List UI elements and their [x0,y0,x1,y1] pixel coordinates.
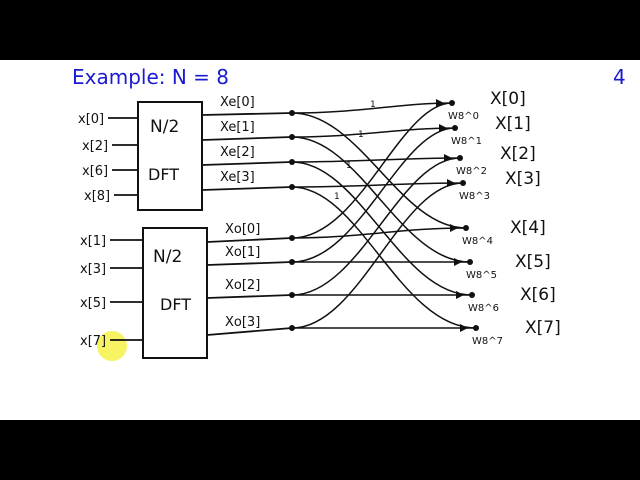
odd-block-label-dft: DFT [160,295,191,314]
block-output-label: Xe[0] [220,95,255,110]
butterfly-branch-even [291,186,477,329]
branch-gain-label: 1 [346,161,352,171]
block-output-line [201,161,293,166]
branch-arrow-icon [444,154,452,162]
even-block-label-dft: DFT [148,165,179,184]
output-label: X[7] [525,318,561,338]
right-node [457,155,463,161]
block-output-line [201,136,293,141]
input-label: x[2] [82,139,108,154]
butterfly-branch-even [291,102,453,114]
branch-arrow-icon [460,324,468,332]
output-label: X[1] [495,114,531,134]
twiddle-label: W8^6 [468,303,499,314]
branch-arrow-icon [456,291,464,299]
even-block-label-n2: N/2 [150,117,179,137]
right-node [469,292,475,298]
butterfly-branch-even [291,136,471,263]
odd-block-label-n2: N/2 [153,247,182,267]
input-label: x[8] [84,189,110,204]
example-title: Example: N = 8 [72,65,229,89]
input-label: x[5] [80,296,106,311]
cursor-highlight [97,331,127,361]
twiddle-label: W8^4 [462,236,493,247]
block-output-line [206,294,293,299]
butterfly-branch-even [291,182,464,188]
input-label: x[6] [82,164,108,179]
block-output-line [201,186,293,191]
block-output-line [206,237,293,243]
branch-gain-label: 1 [334,192,340,202]
branch-arrow-icon [454,258,462,266]
block-output-label: Xe[1] [220,120,255,135]
butterfly-branch-even [291,161,473,296]
input-label: x[1] [80,234,106,249]
output-label: X[5] [515,252,551,272]
block-output-label: Xo[3] [225,315,260,330]
block-output-label: Xo[1] [225,245,260,260]
branch-arrow-icon [439,124,447,132]
odd-dft-block [142,227,208,359]
butterfly-branch-odd [291,157,461,296]
butterfly-branch-odd [291,227,467,239]
block-output-line [206,327,293,336]
twiddle-label: W8^7 [472,336,503,347]
even-dft-block [137,101,203,211]
output-label: X[3] [505,169,541,189]
branch-gain-label: 1 [370,100,376,110]
butterfly-branch-even [291,127,456,138]
branch-arrow-icon [436,99,444,107]
butterfly-branch-even [291,112,467,229]
right-node [460,180,466,186]
whiteboard: Example: N = 8 4 N/2 DFT N/2 DFT x[0] Xe[… [0,60,640,420]
block-output-label: Xe[2] [220,145,255,160]
output-label: X[4] [510,218,546,238]
branch-arrow-icon [447,179,455,187]
branch-gain-label: 1 [358,130,364,140]
right-node [473,325,479,331]
twiddle-label: W8^0 [448,111,479,122]
input-label: x[0] [78,112,104,127]
right-node [449,100,455,106]
right-node [467,259,473,265]
output-label: X[0] [490,89,526,109]
butterfly-branch-even [291,157,461,163]
input-label: x[3] [80,262,106,277]
right-node [452,125,458,131]
block-output-label: Xe[3] [220,170,255,185]
right-node [463,225,469,231]
butterfly-branch-odd [291,102,453,239]
twiddle-label: W8^5 [466,270,497,281]
input-label: x[7] [80,334,106,349]
fft-butterfly-diagram: Example: N = 8 4 N/2 DFT N/2 DFT x[0] Xe[… [72,65,626,361]
twiddle-label: W8^3 [459,191,490,202]
page-number: 4 [613,65,626,89]
block-output-line [201,112,293,116]
block-output-line [206,261,293,266]
output-label: X[6] [520,285,556,305]
twiddle-label: W8^2 [456,166,487,177]
output-label: X[2] [500,144,536,164]
block-output-label: Xo[0] [225,222,260,237]
branch-arrow-icon [450,224,458,232]
butterfly-branch-odd [291,127,456,263]
twiddle-label: W8^1 [451,136,482,147]
block-output-label: Xo[2] [225,278,260,293]
